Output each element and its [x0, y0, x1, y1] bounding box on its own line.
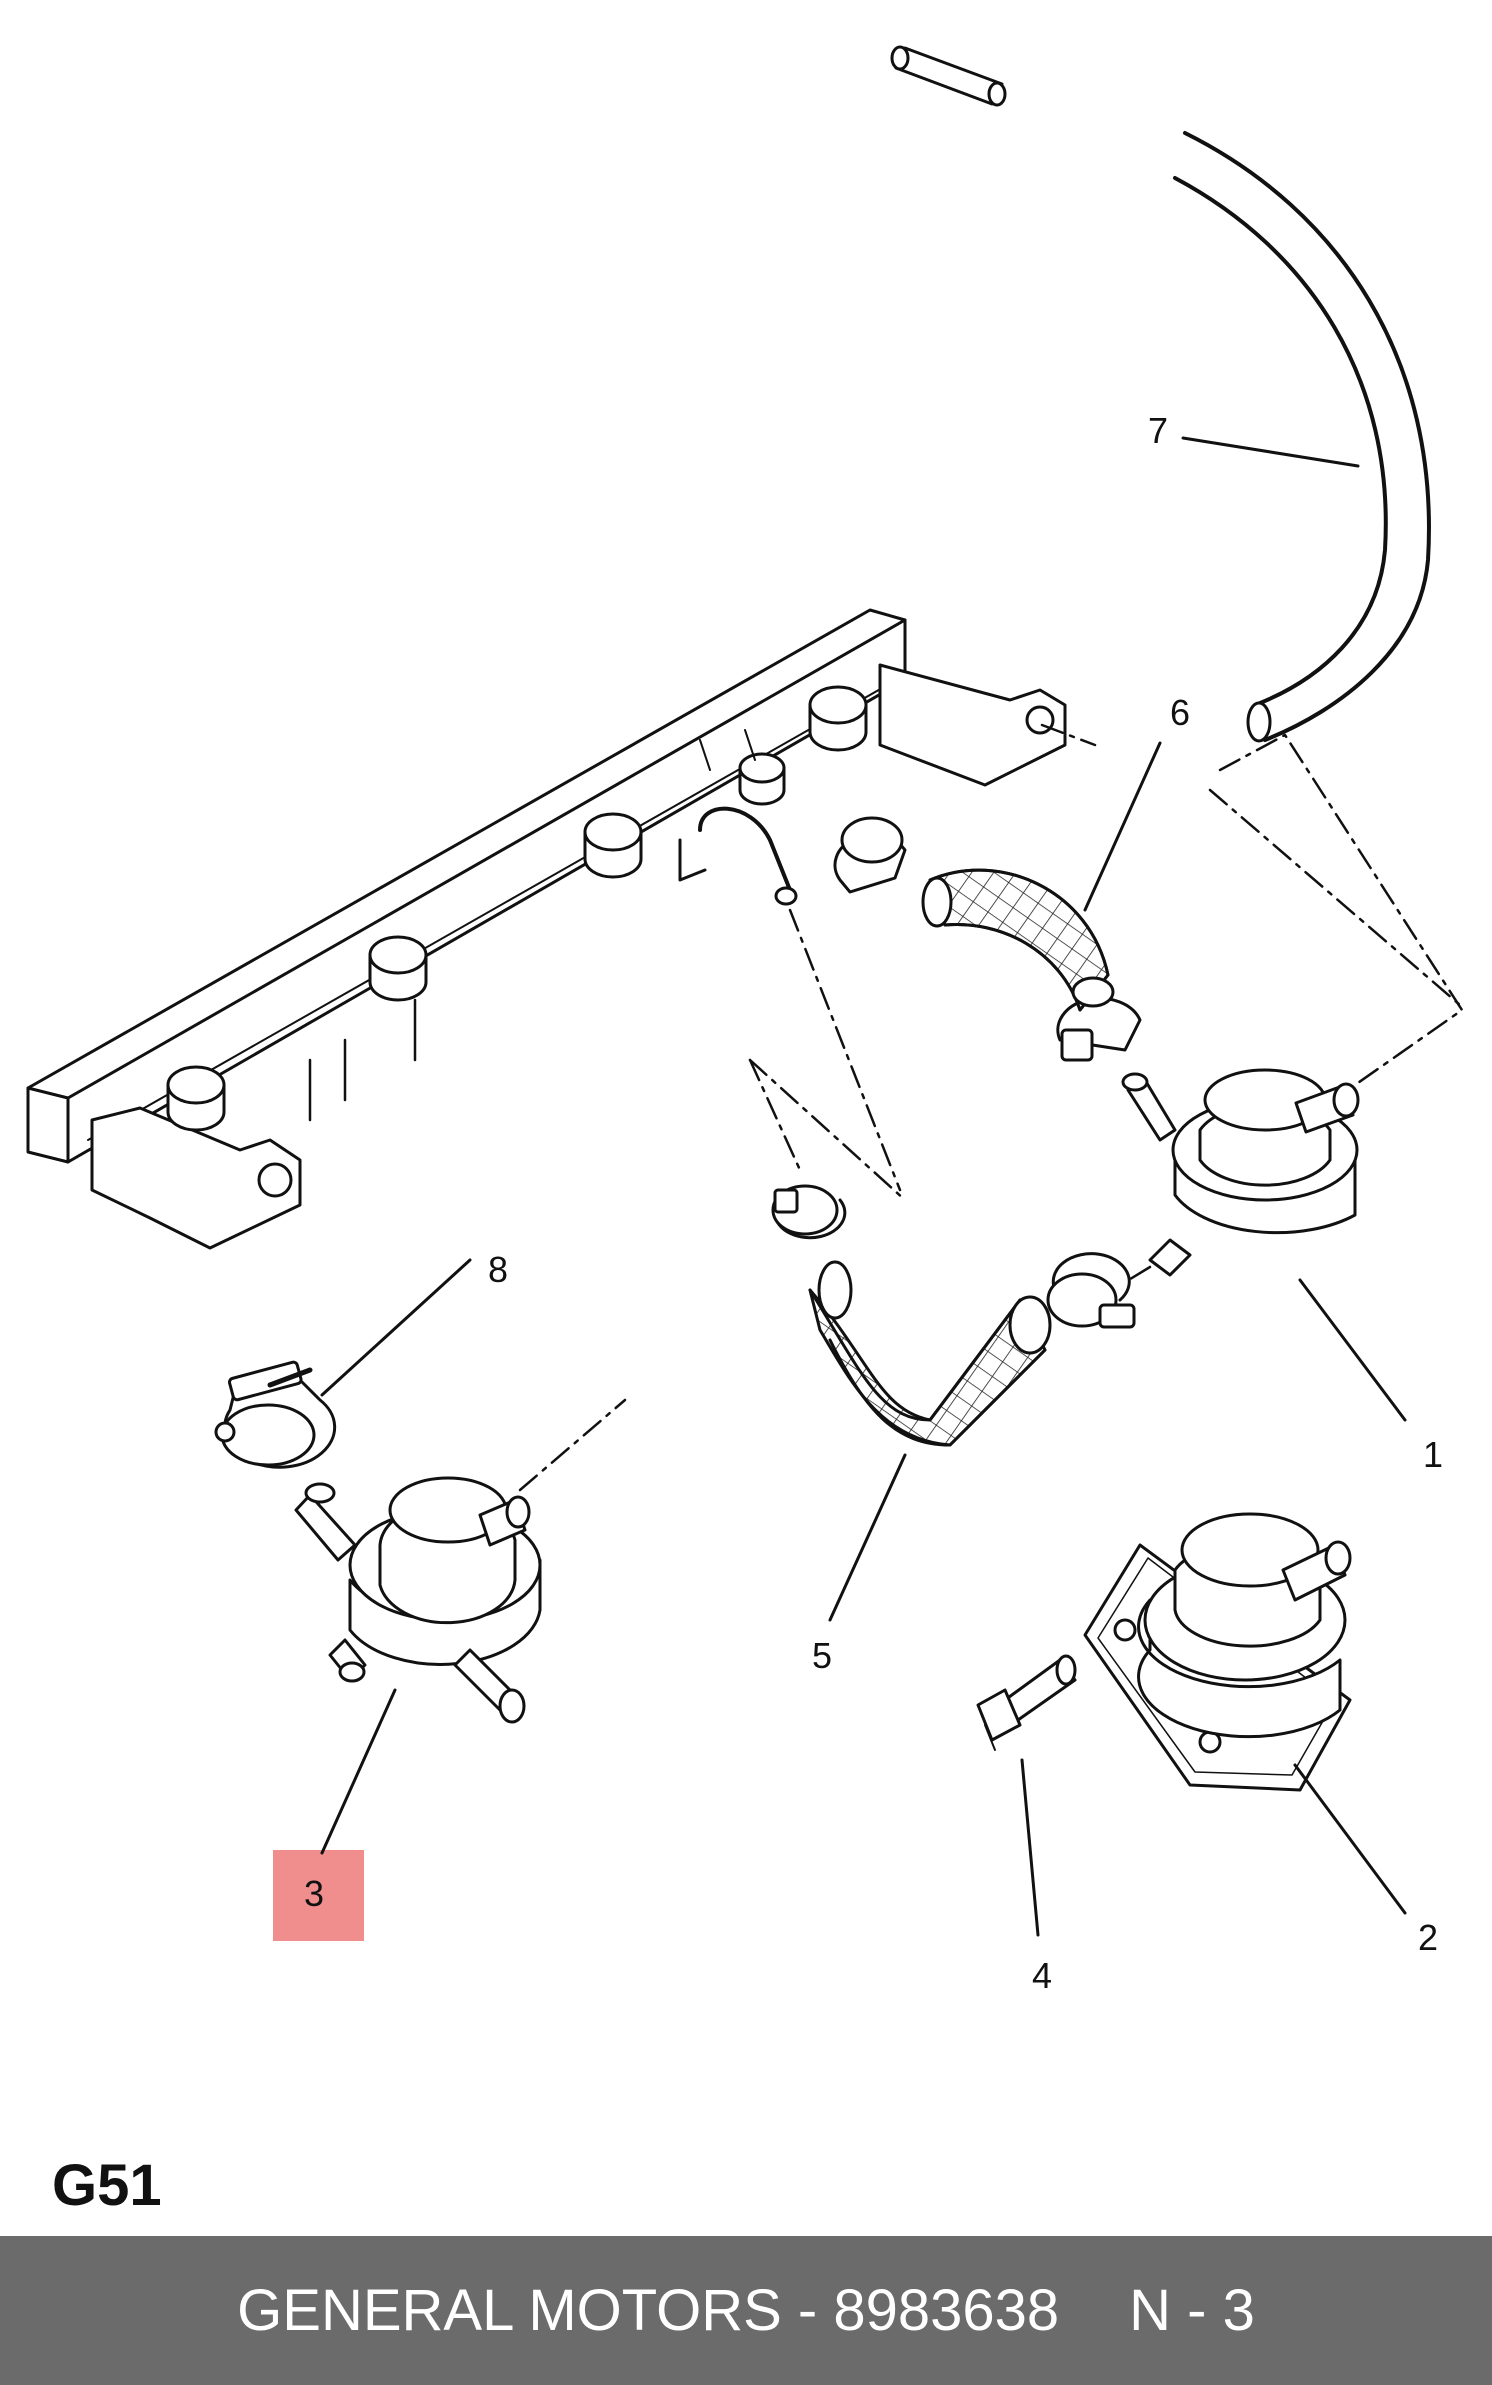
fuel-rail-part — [26, 608, 1067, 1250]
footer-bar: GENERAL MOTORS - 8983638 N - 3 — [0, 2236, 1492, 2385]
pin-part — [890, 45, 1007, 107]
parts-diagram: 7 6 1 2 4 5 8 3 — [26, 45, 1464, 1996]
vacuum-hose-part-7 — [1173, 131, 1431, 743]
section-code: G51 — [52, 2153, 162, 2218]
hose-part-6 — [921, 868, 1115, 1012]
hose-part-5 — [808, 1260, 1052, 1447]
pressure-regulator-part-3 — [294, 1476, 542, 1724]
position-label: N - 3 — [1129, 2278, 1255, 2343]
callout-4: 4 — [1032, 1955, 1052, 1996]
callout-3: 3 — [304, 1873, 324, 1914]
clamp-part-8 — [214, 1360, 337, 1469]
pressure-regulator-part-1 — [1121, 1068, 1360, 1277]
callout-8: 8 — [488, 1249, 508, 1290]
callout-7: 7 — [1148, 410, 1168, 451]
callout-6: 6 — [1170, 692, 1190, 733]
brand-part-number: GENERAL MOTORS - 8983638 — [237, 2278, 1060, 2343]
callout-3-highlight — [273, 1850, 364, 1941]
pressure-regulator-part-2 — [1083, 1512, 1352, 1792]
leader-lines — [320, 436, 1407, 1937]
callout-5: 5 — [812, 1635, 832, 1676]
hose-clamps — [771, 816, 1142, 1329]
assembly-lines — [518, 723, 1464, 1492]
callout-1: 1 — [1423, 1434, 1443, 1475]
callout-2: 2 — [1418, 1917, 1438, 1958]
union-fitting-part-4 — [976, 1654, 1077, 1751]
